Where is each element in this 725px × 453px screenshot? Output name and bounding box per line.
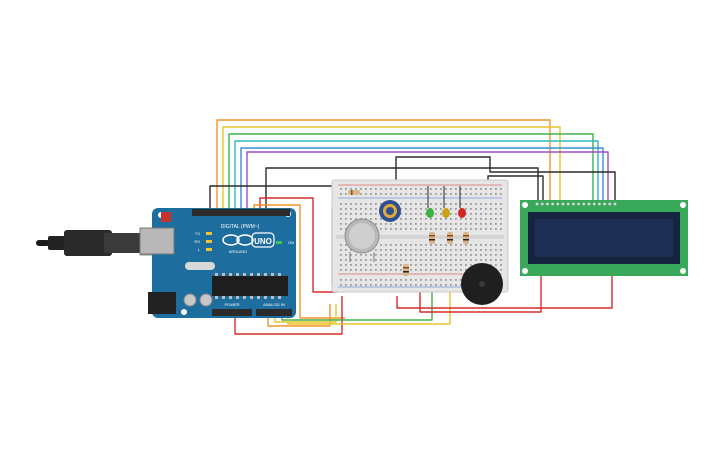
- tx-led: [206, 232, 212, 235]
- digital-header-label: DIGITAL (PWM~): [221, 224, 260, 230]
- crystal: [185, 262, 215, 270]
- resistor[interactable]: [348, 190, 360, 195]
- lcd-pin-header: [535, 202, 617, 206]
- wire-red-lcd[interactable]: [419, 276, 542, 313]
- analog-label: ANALOG IN: [263, 302, 285, 307]
- green-led[interactable]: [426, 186, 434, 218]
- wire-orange[interactable]: [216, 119, 551, 210]
- tx-label: TX: [195, 231, 200, 236]
- atmega-chip: [212, 276, 288, 296]
- yellow-led[interactable]: [442, 186, 450, 218]
- leds: [426, 186, 466, 218]
- capacitor: [183, 293, 197, 307]
- piezo-buzzer-icon[interactable]: [461, 263, 503, 305]
- power-jack: [148, 292, 176, 314]
- resistor[interactable]: [447, 232, 453, 244]
- wire-red-lcd2[interactable]: [396, 276, 613, 309]
- rx-led: [206, 240, 212, 243]
- wire-green[interactable]: [228, 133, 594, 210]
- power-header[interactable]: [212, 309, 252, 316]
- usb-port: [139, 227, 175, 255]
- resistors: [348, 190, 469, 276]
- wire-black-top[interactable]: [265, 167, 539, 210]
- wire-blue[interactable]: [240, 147, 604, 210]
- l-label: L: [198, 247, 201, 252]
- on-label: ON: [288, 240, 294, 245]
- wire-red-bottom[interactable]: [234, 296, 343, 335]
- arduino-text: ARDUINO: [229, 249, 247, 254]
- lcd-screen: [535, 219, 673, 257]
- potentiometer-icon[interactable]: [379, 200, 401, 222]
- analog-header[interactable]: [256, 309, 292, 316]
- wire-black-lcd[interactable]: [487, 175, 544, 200]
- resistor[interactable]: [463, 232, 469, 244]
- digital-header[interactable]: [192, 209, 290, 216]
- l-led: [206, 248, 212, 251]
- wire-yellow-bottom[interactable]: [274, 304, 337, 323]
- uno-text: UNO: [254, 237, 272, 246]
- breadboard-icon[interactable]: [331, 179, 509, 293]
- wire-yellow-lower[interactable]: [287, 262, 451, 325]
- breadboard-holes: [340, 188, 502, 286]
- wire-orange-top[interactable]: [253, 204, 345, 319]
- on-led: [276, 241, 282, 244]
- arduino-uno-board[interactable]: DIGITAL (PWM~) UNO ARDUINO TX RX L ON: [139, 208, 296, 318]
- wire-orange-bottom[interactable]: [267, 304, 331, 327]
- arduino-logo: UNO ARDUINO: [222, 232, 275, 254]
- lcd-16x2-icon[interactable]: [520, 200, 688, 276]
- wire-yellow[interactable]: [222, 126, 561, 210]
- capacitor: [199, 293, 213, 307]
- wire-cyan[interactable]: [234, 140, 599, 210]
- wire-purple[interactable]: [246, 151, 609, 210]
- wire-red-top[interactable]: [259, 197, 337, 293]
- wire-black-top2[interactable]: [395, 156, 616, 200]
- red-led[interactable]: [458, 186, 466, 218]
- resistor[interactable]: [429, 232, 435, 244]
- power-label: POWER: [224, 302, 239, 307]
- resistor[interactable]: [403, 264, 409, 276]
- reset-button[interactable]: [161, 212, 171, 222]
- gas-sensor-icon[interactable]: [344, 218, 380, 262]
- rx-label: RX: [194, 239, 200, 244]
